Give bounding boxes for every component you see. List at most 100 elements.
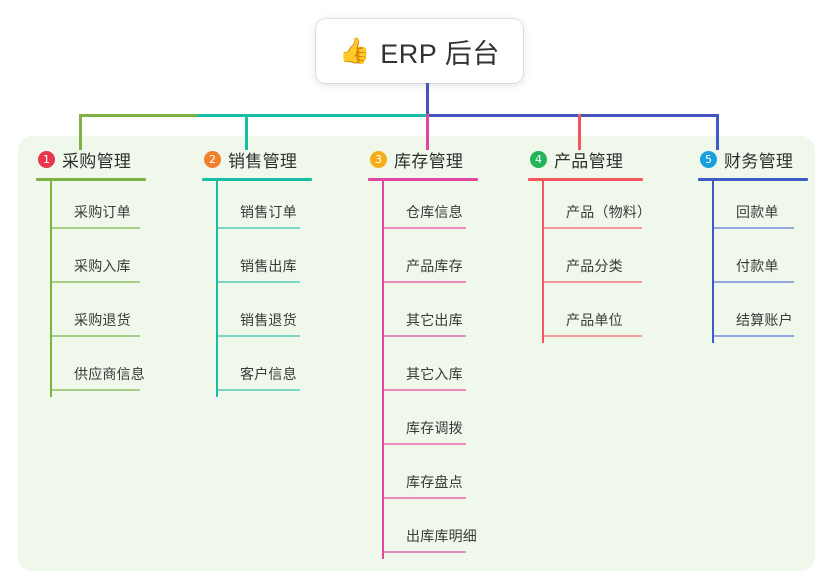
drop-connector-5 (716, 114, 719, 150)
leaf-node[interactable]: 产品（物料） (542, 181, 651, 235)
leaf-node[interactable]: 采购订单 (50, 181, 146, 235)
leaf-underline (544, 281, 642, 283)
branch-header-4[interactable]: 4 产品管理 (528, 147, 643, 171)
leaf-label: 采购退货 (74, 312, 131, 328)
leaf-label: 产品库存 (406, 258, 463, 274)
leaf-underline (384, 281, 466, 283)
leaf-label: 其它出库 (406, 312, 463, 328)
branch-underline (368, 178, 478, 181)
leaf-node[interactable]: 产品库存 (382, 235, 478, 289)
leaf-underline (52, 389, 140, 391)
root-stem-connector (426, 83, 429, 116)
leaf-underline (218, 389, 300, 391)
leaf-node[interactable]: 其它出库 (382, 289, 478, 343)
branch-spine (712, 181, 714, 343)
leaf-label: 采购订单 (74, 204, 131, 220)
leaf-underline (218, 335, 300, 337)
leaf-node[interactable]: 仓库信息 (382, 181, 478, 235)
leaf-underline (714, 227, 794, 229)
leaf-underline (384, 227, 466, 229)
leaf-underline (52, 281, 140, 283)
branch-spine (542, 181, 544, 343)
leaf-node[interactable]: 销售出库 (216, 235, 312, 289)
branch-underline (528, 178, 643, 181)
branch-header-5[interactable]: 5 财务管理 (698, 147, 808, 171)
bus-segment-middle (197, 114, 429, 117)
branch-title: 产品管理 (554, 151, 624, 171)
bus-segment-right (429, 114, 718, 117)
leaf-label: 供应商信息 (74, 366, 145, 382)
leaf-underline (218, 227, 300, 229)
leaf-label: 产品单位 (566, 312, 623, 328)
leaf-node[interactable]: 回款单 (712, 181, 808, 235)
leaf-node[interactable]: 采购退货 (50, 289, 146, 343)
leaf-node[interactable]: 销售订单 (216, 181, 312, 235)
bus-segment-left (79, 114, 197, 117)
branch-spine (216, 181, 218, 397)
branch-spine (382, 181, 384, 559)
branch-underline (36, 178, 146, 181)
leaf-node[interactable]: 销售退货 (216, 289, 312, 343)
leaf-label: 付款单 (736, 258, 779, 274)
leaf-node[interactable]: 结算账户 (712, 289, 808, 343)
branch-title: 财务管理 (724, 151, 794, 171)
leaf-underline (384, 335, 466, 337)
leaf-label: 客户信息 (240, 366, 297, 382)
leaf-node[interactable]: 客户信息 (216, 343, 312, 397)
branch-spine (50, 181, 52, 397)
root-node[interactable]: 👍 ERP 后台 (316, 19, 523, 83)
branch-children: 采购订单采购入库采购退货供应商信息 (36, 181, 146, 397)
leaf-underline (52, 227, 140, 229)
branch-column-3: 3 库存管理仓库信息产品库存其它出库其它入库库存调拨库存盘点出库库明细 (368, 147, 478, 559)
branch-badge-icon: 3 (370, 150, 387, 168)
thumbs-up-icon: 👍 (339, 36, 371, 65)
leaf-underline (544, 335, 642, 337)
branch-badge-icon: 5 (700, 150, 717, 168)
leaf-underline (384, 497, 466, 499)
leaf-node[interactable]: 采购入库 (50, 235, 146, 289)
branch-column-5: 5 财务管理回款单付款单结算账户 (698, 147, 808, 343)
branch-title: 库存管理 (394, 151, 464, 171)
leaf-underline (384, 551, 466, 553)
drop-connector-3 (426, 114, 429, 150)
branch-children: 回款单付款单结算账户 (698, 181, 808, 343)
branch-children: 销售订单销售出库销售退货客户信息 (202, 181, 312, 397)
leaf-label: 库存调拨 (406, 420, 463, 436)
branch-badge-icon: 4 (530, 150, 547, 168)
leaf-underline (384, 389, 466, 391)
root-title: ERP 后台 (380, 38, 500, 69)
branch-children: 产品（物料） 产品分类产品单位 (528, 181, 651, 343)
leaf-label: 销售订单 (240, 204, 297, 220)
leaf-underline (384, 443, 466, 445)
leaf-label: 采购入库 (74, 258, 131, 274)
leaf-node[interactable]: 付款单 (712, 235, 808, 289)
drop-connector-4 (578, 114, 581, 150)
leaf-node[interactable]: 产品单位 (542, 289, 643, 343)
leaf-node[interactable]: 库存盘点 (382, 451, 478, 505)
leaf-label: 库存盘点 (406, 474, 463, 490)
branch-children: 仓库信息产品库存其它出库其它入库库存调拨库存盘点出库库明细 (368, 181, 478, 559)
leaf-node[interactable]: 供应商信息 (50, 343, 146, 397)
leaf-underline (714, 335, 794, 337)
branch-badge-icon: 1 (38, 150, 55, 168)
leaf-label: 产品分类 (566, 258, 623, 274)
branch-underline (698, 178, 808, 181)
branch-badge-icon: 2 (204, 150, 221, 168)
leaf-node[interactable]: 产品分类 (542, 235, 643, 289)
leaf-label: 出库库明细 (406, 528, 477, 544)
leaf-node[interactable]: 其它入库 (382, 343, 478, 397)
leaf-label: 仓库信息 (406, 204, 463, 220)
leaf-label: 销售退货 (240, 312, 297, 328)
leaf-node[interactable]: 库存调拨 (382, 397, 478, 451)
leaf-label: 销售出库 (240, 258, 297, 274)
branch-underline (202, 178, 312, 181)
leaf-underline (218, 281, 300, 283)
branch-header-3[interactable]: 3 库存管理 (368, 147, 478, 171)
leaf-node[interactable]: 出库库明细 (382, 505, 478, 559)
leaf-label: 结算账户 (736, 312, 793, 328)
leaf-underline (52, 335, 140, 337)
